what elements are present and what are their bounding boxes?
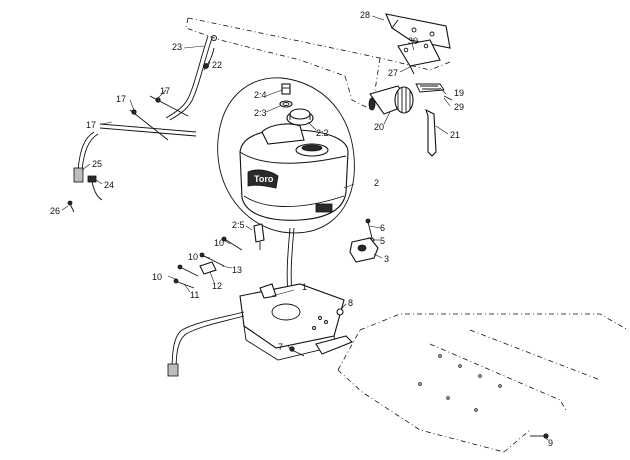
callout-11: 11 [190,290,199,300]
bolt-6 [365,218,373,239]
feed-hose [167,311,245,377]
bolt-7 [289,346,305,357]
mount-bracket-1 [239,283,353,361]
tank-gasket-2-3 [279,100,293,108]
tank-callout-bubble [217,77,355,234]
hose-17 [99,95,197,141]
callout-3: 3 [384,254,389,264]
screw-26 [67,200,75,213]
mower-deck [337,313,629,453]
bolt-9 [530,433,549,439]
callout-12: 12 [212,281,222,291]
spray-line-25 [73,131,99,183]
callout-2: 2 [374,178,379,188]
callout-2-3: 2:3 [254,108,267,118]
pump-motor-20 [368,85,414,115]
tank-fitting-2-4 [281,83,291,95]
callout-20: 20 [374,122,384,132]
callout-28: 28 [360,10,370,20]
tank-cap-2-2 [286,108,314,126]
callout-25: 25 [92,159,102,169]
callout-10a: 10 [214,238,224,248]
callout-17c: 17 [86,120,96,130]
leader-lines [61,15,549,441]
callout-8: 8 [348,298,353,308]
callout-23: 23 [172,42,182,52]
callout-26: 26 [50,206,60,216]
wire-harness-19 [415,83,453,101]
callout-2-2: 2:2 [316,128,329,138]
frame-outline [185,17,451,111]
drain-hose [286,227,295,295]
callout-2-5: 2:5 [232,220,245,230]
fuel-tank-2: Toro [239,123,349,221]
callout-24: 24 [104,180,114,190]
hose-22 [203,47,215,71]
callout-17b: 17 [116,94,126,104]
callout-22: 22 [212,60,222,70]
callout-10b: 10 [188,252,198,262]
callout-5: 5 [380,236,385,246]
callout-9: 9 [548,438,553,448]
callout-17a: 17 [160,86,170,96]
callout-21: 21 [450,130,460,140]
callout-13: 13 [232,265,242,275]
fuel-line-21 [425,108,437,157]
callout-6: 6 [380,223,385,233]
nozzle-24 [87,175,103,201]
callout-labels: 28 30 27 19 29 20 21 23 22 17 17 17 2:4 … [50,10,553,448]
callout-30: 30 [408,36,418,46]
clamp-3 [349,237,379,263]
callout-1: 1 [302,282,307,292]
hardware-left [173,236,243,289]
callout-7: 7 [278,342,283,352]
pin-8 [336,308,344,316]
pump-bracket-30 [397,39,441,75]
callout-10c: 10 [152,272,162,282]
callout-19: 19 [454,88,464,98]
tank-fitting-2-5 [253,223,265,250]
tank-logo: Toro [254,174,274,184]
hose-23 [165,35,217,121]
callout-27: 27 [388,68,398,78]
callout-29: 29 [454,102,464,112]
callout-2-4: 2:4 [254,90,267,100]
